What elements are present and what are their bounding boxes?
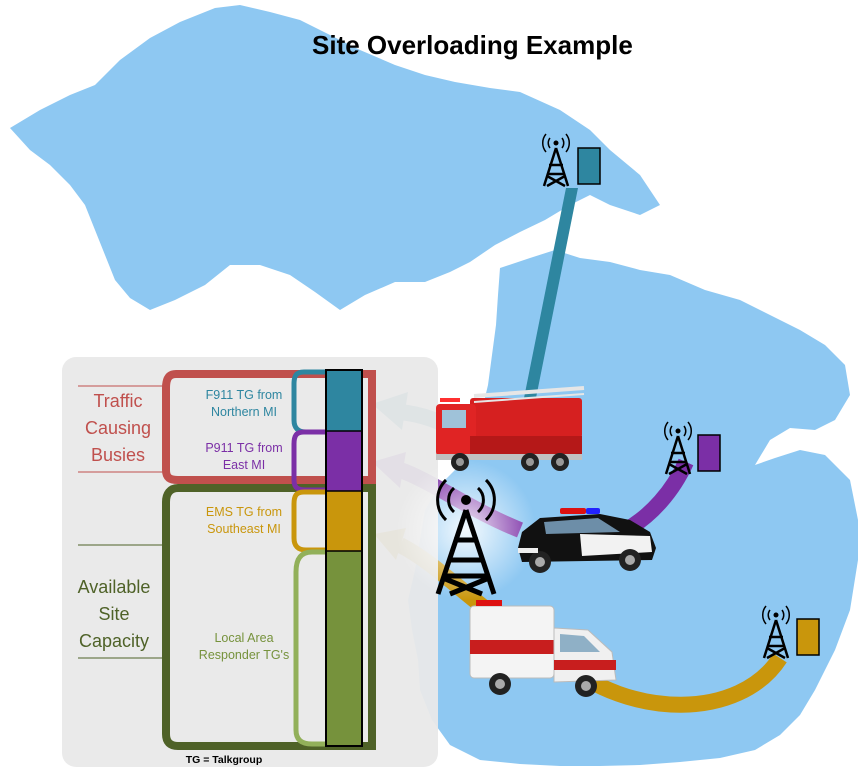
traffic-label-line3: Busies xyxy=(91,445,145,465)
traffic-label-line1: Traffic xyxy=(93,391,142,411)
fire-signal-beam xyxy=(524,188,578,398)
page-title: Site Overloading Example xyxy=(312,30,633,60)
segment-police-fill xyxy=(327,431,361,491)
capacity-bar-outline xyxy=(325,369,363,747)
segment-fire-fill xyxy=(327,371,361,431)
segment-police-label-1: P911 TG from xyxy=(205,441,282,455)
site-tower-icon xyxy=(435,478,497,597)
police-car-image xyxy=(518,508,656,573)
island-shape xyxy=(560,312,585,328)
north-site-box xyxy=(577,147,601,185)
segment-fire-label-2: Northern MI xyxy=(211,405,277,419)
east-site-box xyxy=(697,434,721,472)
local-segment-bracket xyxy=(293,549,326,747)
segment-local-label-1: Local Area xyxy=(214,631,273,645)
ems-segment-bracket xyxy=(291,489,326,553)
capacity-bracket xyxy=(162,484,376,750)
traffic-label-line2: Causing xyxy=(85,418,151,438)
segment-local-label-2: Responder TG's xyxy=(199,648,289,662)
capacity-label-line1: Available xyxy=(78,577,151,597)
southeast-site-box xyxy=(796,618,820,656)
segment-local-fill xyxy=(327,551,361,745)
fire-truck-image xyxy=(436,386,585,471)
ambulance-image xyxy=(469,600,617,697)
upper-peninsula-map xyxy=(10,5,660,310)
site-glow xyxy=(396,460,536,600)
capacity-label-line3: Capacity xyxy=(79,631,149,651)
capacity-label-line2: Site xyxy=(98,604,129,624)
talkgroup-footnote: TG = Talkgroup xyxy=(186,754,263,766)
east-tower-icon xyxy=(664,421,692,476)
segment-ems-label-2: Southeast MI xyxy=(207,522,281,536)
segment-police-label-2: East MI xyxy=(223,458,265,472)
southeast-tower-icon xyxy=(762,605,790,660)
north-tower-icon xyxy=(542,133,570,188)
segment-ems-fill xyxy=(327,491,361,551)
police-segment-bracket xyxy=(291,429,326,493)
segment-ems-label-1: EMS TG from xyxy=(206,505,282,519)
traffic-bracket xyxy=(162,370,376,484)
segment-fire-label-1: F911 TG from xyxy=(206,388,283,402)
